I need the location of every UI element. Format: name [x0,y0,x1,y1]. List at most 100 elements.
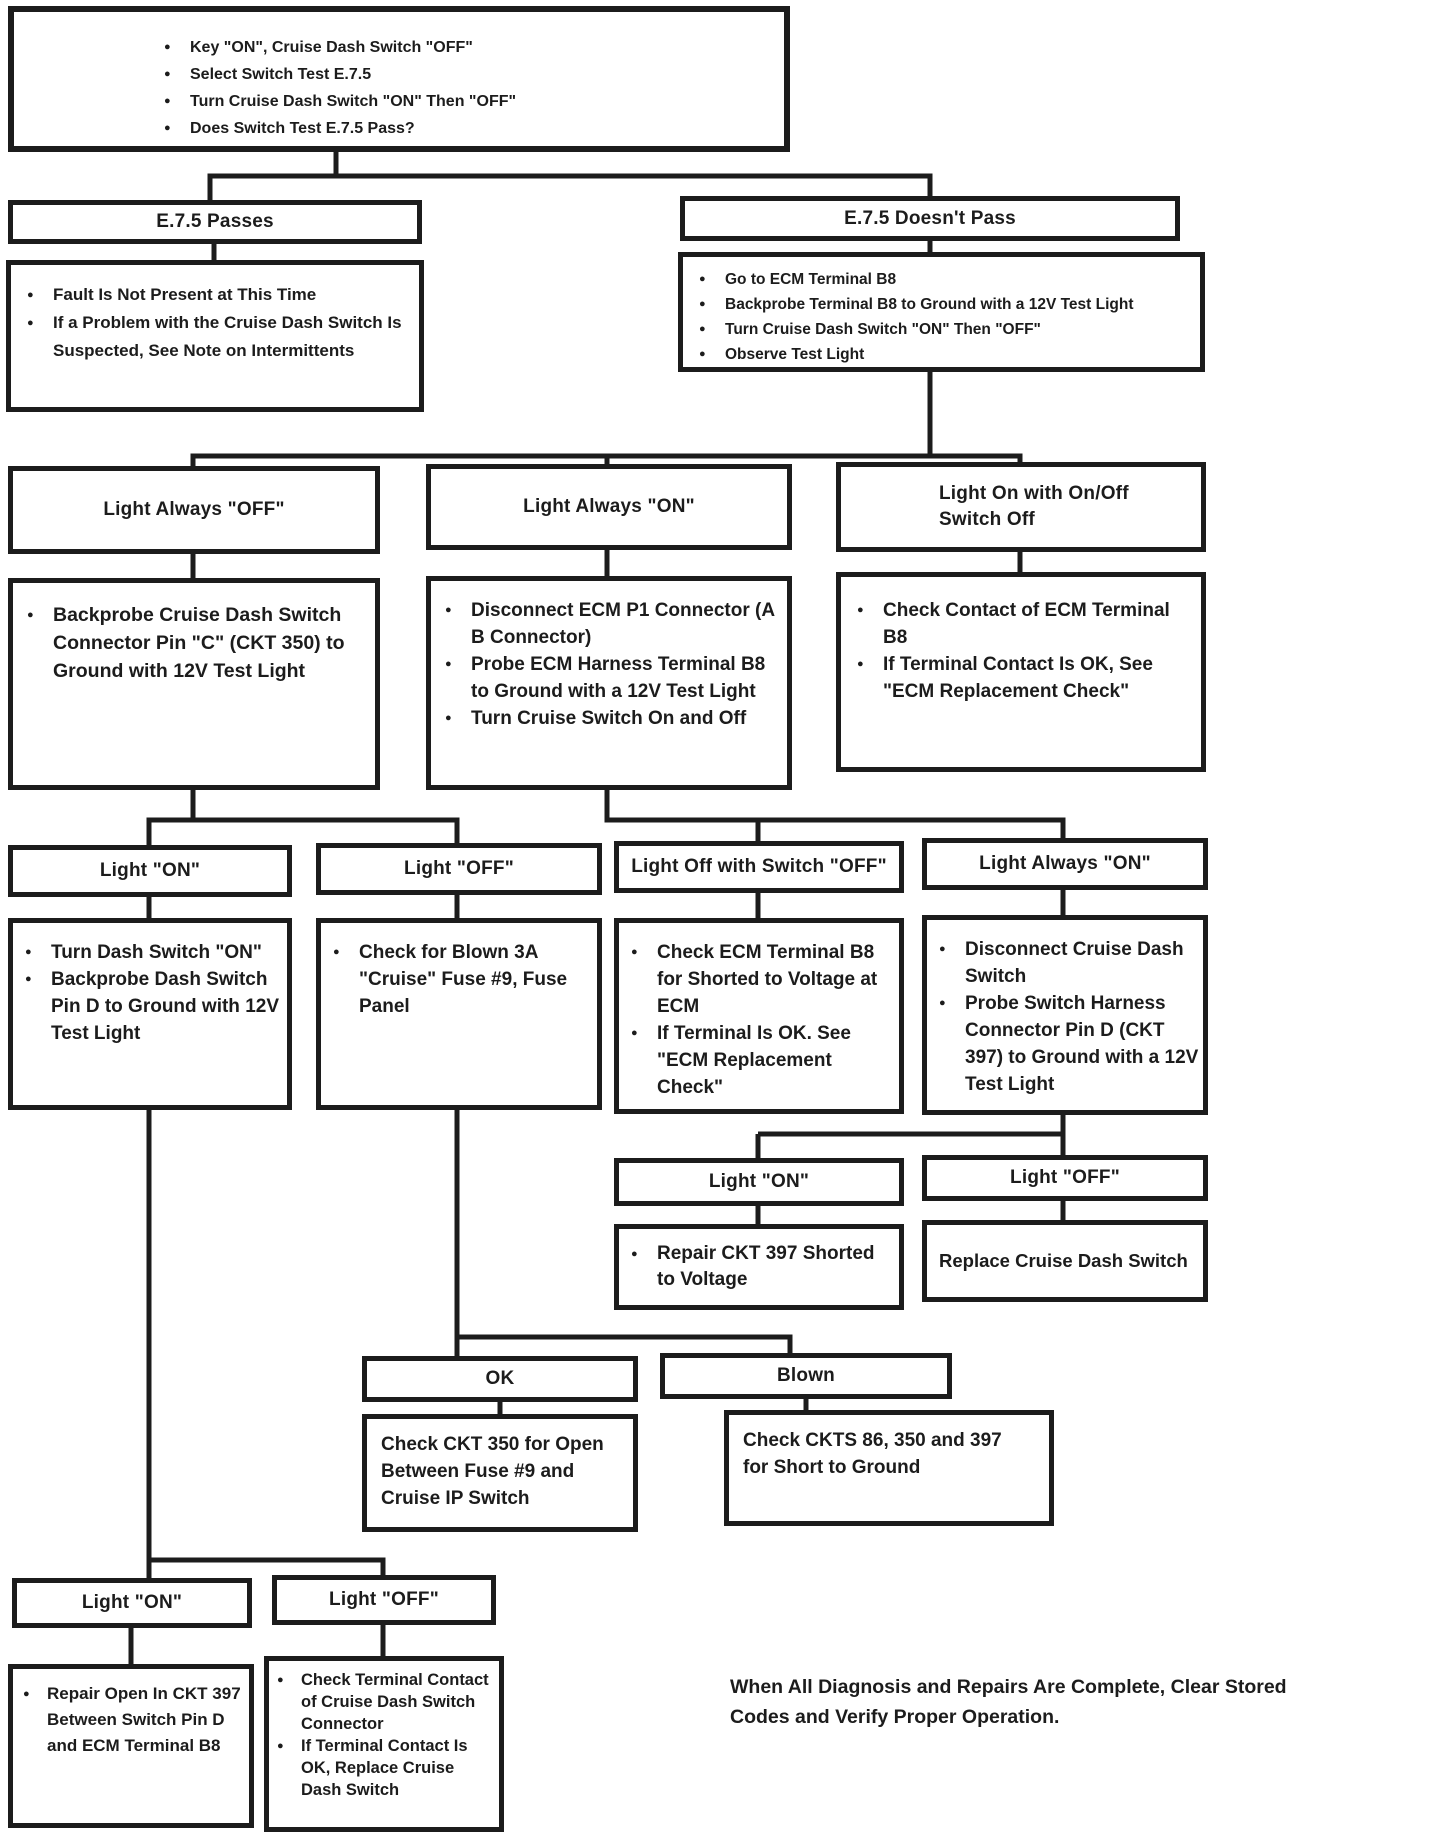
branch-label: Light Off with Switch "OFF" [631,856,887,877]
branch-label: Light "OFF" [1010,1167,1120,1188]
branch-fuse-ok: OK [362,1356,638,1402]
node-repair-ckt397-short: ● Repair CKT 397 Shorted to Voltage [614,1224,904,1310]
bullet-text: Check Terminal Contact of Cruise Dash Sw… [301,1671,489,1733]
branch-label: Light Always "ON" [523,496,695,517]
bullet-icon: ● [277,1740,284,1752]
bullet-text: Disconnect Cruise Dash Switch [965,939,1184,987]
node-probe-ckt397: ●Disconnect Cruise Dash Switch●Probe Swi… [922,915,1208,1115]
branch-fuse-blown: Blown [660,1353,952,1399]
node-backprobe-ckt350: ● Backprobe Cruise Dash Switch Connector … [8,578,380,790]
bullet-text: Repair CKT 397 Shorted to Voltage [657,1243,875,1290]
branch-label: OK [485,1368,515,1389]
branch-e75-doesnt-pass: E.7.5 Doesn't Pass [680,196,1180,241]
bullet-icon: ● [164,41,171,53]
bullet-text: If a Problem with the Cruise Dash Switch… [53,313,402,360]
bullet-item: ●Disconnect Cruise Dash Switch [939,936,1199,990]
bullet-item: ● Turn Cruise Dash Switch "ON" Then "OFF" [699,317,1194,342]
branch-label: Light "ON" [81,1592,183,1613]
bullet-text: Repair Open In CKT 397 Between Switch Pi… [47,1684,241,1755]
bullet-text: Turn Cruise Dash Switch "ON" Then "OFF" [725,321,1041,338]
bullet-text: Probe Switch Harness Connector Pin D (CK… [965,993,1199,1095]
bullet-text: Backprobe Terminal B8 to Ground with a 1… [725,296,1134,313]
bullet-text: Probe ECM Harness Terminal B8 to Ground … [471,654,766,702]
bullet-item: ●Select Switch Test E.7.5 [164,61,774,88]
branch-light-off-with-switch-off: Light Off with Switch "OFF" [614,841,904,893]
bullet-icon: ● [857,604,864,616]
bullet-icon: ● [631,946,638,958]
bullet-item: ●If Terminal Is OK. See "ECM Replacement… [631,1020,895,1101]
bullet-item: ● Turn Cruise Switch On and Off [445,705,781,732]
branch-light-off-1: Light "OFF" [316,843,602,895]
branch-light-on-2: Light "ON" [614,1158,904,1206]
bullet-icon: ● [699,298,706,310]
bullet-text: If Terminal Contact Is OK, Replace Cruis… [301,1737,468,1799]
branch-light-on-with-switch-off: Light On with On/Off Switch Off [836,462,1206,552]
bullet-item: ● Probe ECM Harness Terminal B8 to Ground… [445,651,781,705]
bullet-text: Backprobe Cruise Dash Switch Connector P… [53,604,345,682]
bullet-text: Select Switch Test E.7.5 [190,66,372,83]
bullet-item: ● Turn Cruise Dash Switch "ON" Then "OFF" [164,88,774,115]
bullet-icon: ● [25,973,32,985]
bullet-icon: ● [631,1248,638,1260]
bullet-text: Turn Cruise Dash Switch "ON" Then "OFF" [190,93,517,110]
bullet-icon: ● [25,946,32,958]
branch-label: E.7.5 Doesn't Pass [844,207,1016,229]
bullet-icon: ● [27,289,34,301]
branch-e75-passes: E.7.5 Passes [8,200,422,244]
bullet-icon: ● [445,658,452,670]
bullet-item: ● If Terminal Contact Is OK, Replace Crui… [277,1735,497,1801]
bullet-icon: ● [23,1688,30,1700]
bullet-text: Backprobe Dash Switch Pin D to Ground wi… [51,969,279,1044]
bullet-text: Check for Blown 3A "Cruise" Fuse #9, Fus… [359,942,568,1017]
bullet-icon: ● [445,712,452,724]
bullet-icon: ● [164,95,171,107]
bullet-text: Check ECM Terminal B8 for Shorted to Vol… [657,942,878,1017]
branch-label: Light Always "ON" [979,853,1151,874]
bullet-item: ●Turn Dash Switch "ON" [25,939,283,966]
bullet-item: ●Disconnect ECM P1 Connector (A B Connec… [445,597,781,651]
bullet-item: ● Repair CKT 397 Shorted to Voltage [631,1241,895,1293]
branch-light-off-2: Light "OFF" [922,1155,1208,1201]
bullet-icon: ● [27,609,34,621]
bullet-item: ●Check Contact of ECM Terminal B8 [857,597,1193,651]
bullet-text: Does Switch Test E.7.5 Pass? [190,120,415,137]
bullet-text: Key "ON", Cruise Dash Switch "OFF" [190,39,473,56]
bullet-item: ● Backprobe Cruise Dash Switch Connector … [27,601,367,685]
node-repair-ckt397-open: ● Repair Open In CKT 397 Between Switch P… [8,1664,254,1828]
branch-label: Light On with On/Off Switch Off [939,483,1129,530]
connector-lines [128,152,1066,1666]
bullet-icon: ● [333,946,340,958]
node-check-b8-shorted-to-voltage: ● Check ECM Terminal B8 for Shorted to Vo… [614,918,904,1114]
bullet-text: Go to ECM Terminal B8 [725,271,897,288]
bullet-item: ●Check Terminal Contact of Cruise Dash S… [277,1669,497,1735]
bullet-item: ● If a Problem with the Cruise Dash Switc… [27,309,411,365]
bullet-item: ●Observe Test Light [699,342,1194,367]
node-fault-not-present: ●Fault Is Not Present at This Time●If a … [6,260,424,412]
branch-light-always-off: Light Always "OFF" [8,466,380,554]
branch-label: Blown [777,1365,835,1386]
node-text: Check CKT 350 for Open Between Fuse #9 a… [381,1434,604,1509]
bullet-icon: ● [699,323,706,335]
branch-label: Light "OFF" [404,858,514,879]
branch-label: E.7.5 Passes [156,211,274,232]
bullet-item: ● Check for Blown 3A "Cruise" Fuse #9, Fu… [333,939,593,1020]
bullet-item: ●Probe Switch Harness Connector Pin D (C… [939,990,1199,1098]
bullet-icon: ● [857,658,864,670]
branch-light-always-on: Light Always "ON" [426,464,792,550]
bullet-text: Turn Cruise Switch On and Off [471,708,747,729]
bullet-item: ● Backprobe Dash Switch Pin D to Ground w… [25,966,283,1047]
branch-label: Light "OFF" [329,1589,439,1610]
bullet-item: ●If Terminal Contact Is OK, See "ECM Rep… [857,651,1193,705]
branch-light-on-3: Light "ON" [12,1578,252,1628]
bullet-icon: ● [27,317,34,329]
node-turn-dash-switch-on: ●Turn Dash Switch "ON"●Backprobe Dash Sw… [8,918,292,1110]
bullet-icon: ● [699,348,706,360]
node-backprobe-ecm-b8: ●Go to ECM Terminal B8●Backprobe Termina… [678,252,1205,372]
bullet-item: ●Go to ECM Terminal B8 [699,267,1194,292]
footer-note: When All Diagnosis and Repairs Are Compl… [730,1676,1287,1728]
node-check-switch-connector-contact: ● Check Terminal Contact of Cruise Dash S… [264,1656,504,1832]
node-text: Check CKTS 86, 350 and 397 for Short to … [743,1430,1002,1478]
node-check-ecm-b8-contact: ●Check Contact of ECM Terminal B8●If Ter… [836,572,1206,772]
